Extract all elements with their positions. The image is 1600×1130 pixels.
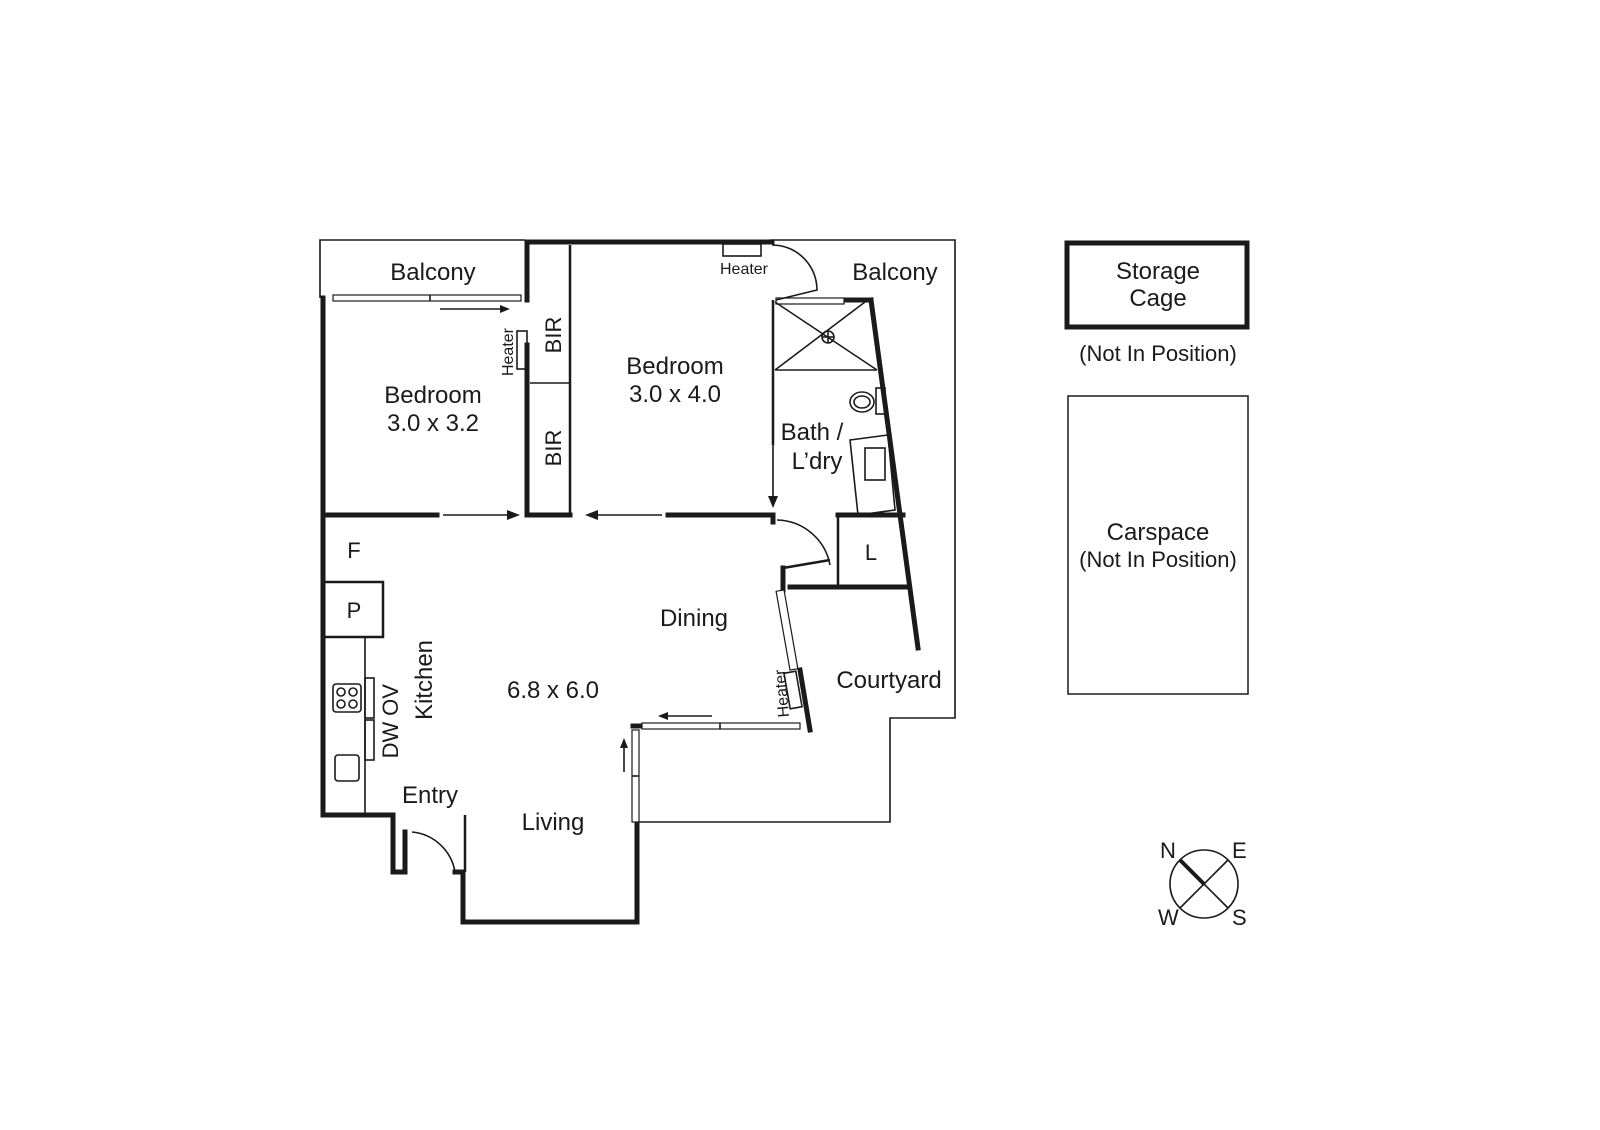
carspace-box: [1067, 395, 1249, 695]
windows: [332, 294, 845, 823]
cooktop-icon: [332, 683, 362, 713]
bir-lower-label: BIR: [541, 430, 566, 467]
compass-s: S: [1232, 905, 1247, 930]
doors: [402, 244, 831, 875]
heater-label-bedroom1: Heater: [500, 327, 517, 376]
bedroom2-label: Bedroom: [626, 353, 723, 380]
compass-n: N: [1160, 838, 1176, 863]
compass-w: W: [1158, 905, 1179, 930]
dining-label: Dining: [660, 605, 728, 632]
fridge-label: F: [347, 538, 360, 563]
balcony-left-label: Balcony: [390, 259, 475, 286]
walls: [320, 239, 921, 925]
oven-label: OV: [378, 684, 403, 716]
bath-label-line1: Bath /: [781, 419, 844, 446]
heater-label-dining: Heater: [772, 668, 793, 718]
bedroom1-size: 3.0 x 3.2: [387, 410, 479, 437]
heater-fixture: [783, 670, 803, 710]
toilet-icon: [849, 391, 875, 413]
heater-labels: Heater Heater Heater: [500, 261, 793, 718]
carspace-label: Carspace: [1107, 519, 1210, 546]
storage-cage-line2: Cage: [1129, 285, 1186, 312]
room-labels: Balcony Balcony Bedroom 3.0 x 3.2 Bedroo…: [347, 259, 942, 836]
bedroom2-size: 3.0 x 4.0: [629, 381, 721, 408]
bath-label-line2: L’dry: [792, 448, 843, 475]
living-label: Living: [522, 809, 585, 836]
courtyard-label: Courtyard: [836, 667, 941, 694]
heater-label-bedroom2: Heater: [720, 261, 769, 278]
bedroom1-label: Bedroom: [384, 382, 481, 409]
storage-cage-note: (Not In Position): [1079, 341, 1237, 366]
balcony-right-label: Balcony: [852, 259, 937, 286]
heater-fixture: [516, 330, 528, 370]
kitchen-label: Kitchen: [411, 640, 438, 720]
compass: N E W S: [1158, 838, 1247, 930]
extras-labels: Storage Cage (Not In Position) Carspace …: [1079, 258, 1237, 572]
heater-fixture: [722, 243, 762, 257]
bir-upper-label: BIR: [541, 317, 566, 354]
fixtures: [321, 243, 896, 815]
storage-cage-line1: Storage: [1116, 258, 1200, 285]
pantry-label: P: [347, 598, 362, 623]
carspace-note: (Not In Position): [1079, 547, 1237, 572]
living-size: 6.8 x 6.0: [507, 677, 599, 704]
north-needle: [1178, 858, 1206, 886]
sink-icon: [334, 754, 360, 782]
compass-circle: [1169, 849, 1239, 919]
slide-arrows: [440, 305, 778, 772]
storage-cage-box: [1064, 240, 1250, 330]
property-boundary: [319, 239, 956, 823]
compass-e: E: [1232, 838, 1247, 863]
entry-label: Entry: [402, 782, 458, 809]
dishwasher-label: DW: [378, 721, 403, 758]
laundry-label: L: [865, 540, 877, 565]
